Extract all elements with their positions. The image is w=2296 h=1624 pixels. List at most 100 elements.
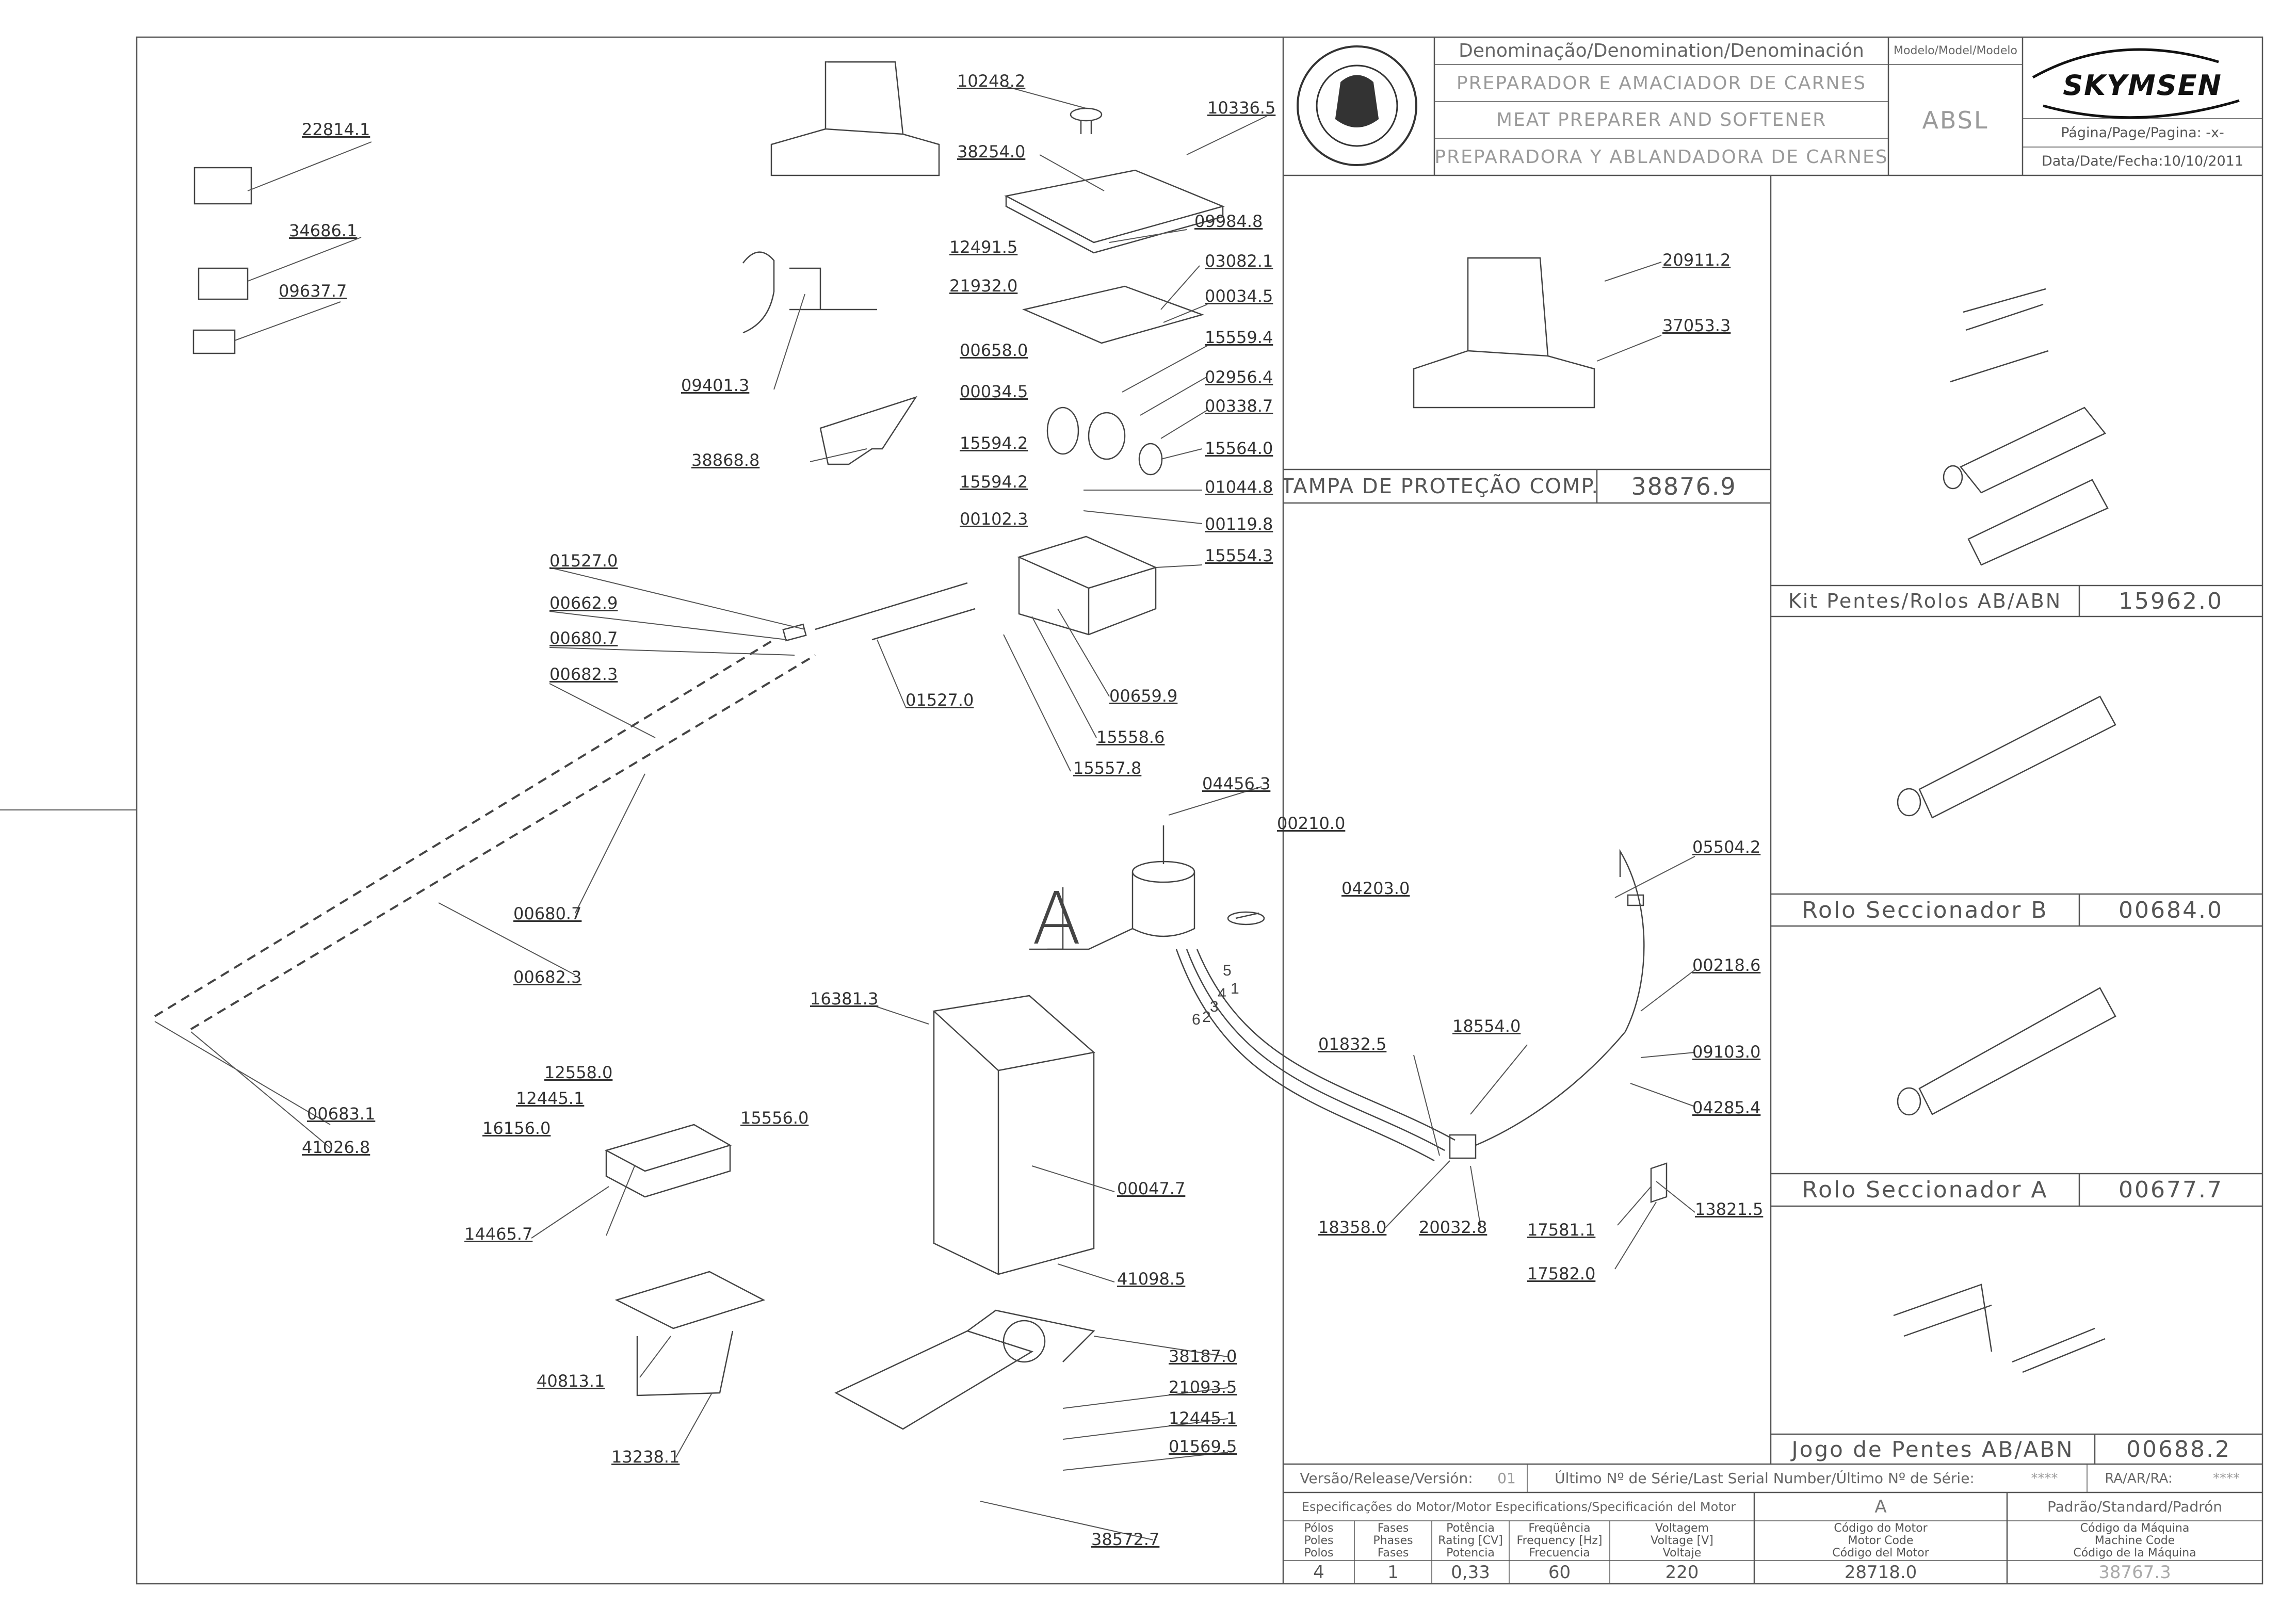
wire-number-3: 3 bbox=[1210, 998, 1219, 1015]
serial-label: Último Nº de Série/Last Serial Number/Úl… bbox=[1555, 1470, 1975, 1487]
callout-part-10248: 10248.2 bbox=[957, 71, 1026, 91]
callout-part-00680a: 00680.7 bbox=[549, 628, 618, 648]
page-label: Página/Page/Pagina: -x- bbox=[2061, 125, 2224, 141]
motor-spec-header-4: Voltagem Voltage [V] Voltaje bbox=[1651, 1521, 1713, 1560]
callout-part-09984: 09984.8 bbox=[1194, 212, 1263, 231]
callout-part-17581: 17581.1 bbox=[1527, 1220, 1596, 1240]
callout-part-09637: 09637.7 bbox=[279, 281, 347, 301]
serial-value: **** bbox=[2031, 1470, 2058, 1486]
callout-part-18554: 18554.0 bbox=[1452, 1016, 1521, 1036]
product-name-pt: PREPARADOR E AMACIADOR DE CARNES bbox=[1456, 72, 1867, 94]
kit-code-4: 00688.2 bbox=[2126, 1436, 2231, 1463]
callout-part-01527a: 01527.0 bbox=[549, 551, 618, 571]
callout-part-05504: 05504.2 bbox=[1692, 837, 1761, 857]
callout-cover-part-2: 37053.3 bbox=[1662, 316, 1731, 335]
cover-code: 38876.9 bbox=[1631, 472, 1737, 500]
product-name-es: PREPARADORA Y ABLANDADORA DE CARNES bbox=[1434, 146, 1888, 168]
version-value: 01 bbox=[1497, 1470, 1516, 1487]
motor-spec-header: Especificações do Motor/Motor Especifica… bbox=[1301, 1499, 1736, 1514]
brand-wordmark: SKYMSEN bbox=[2063, 69, 2222, 102]
callout-part-38572: 38572.7 bbox=[1091, 1530, 1160, 1549]
callout-part-00658: 00658.0 bbox=[960, 340, 1028, 360]
callout-part-01527b: 01527.0 bbox=[906, 690, 974, 710]
callout-part-04285: 04285.4 bbox=[1692, 1098, 1761, 1117]
callout-part-20032: 20032.8 bbox=[1419, 1217, 1487, 1237]
callout-part-15557: 15557.8 bbox=[1073, 758, 1142, 778]
motor-spec-header-5: Código do Motor Motor Code Código del Mo… bbox=[1832, 1521, 1929, 1560]
motor-spec-header-3: Freqüência Frequency [Hz] Frecuencia bbox=[1516, 1521, 1603, 1560]
callout-part-00034a: 00034.5 bbox=[1205, 286, 1273, 306]
model-code: ABSL bbox=[1922, 106, 1989, 134]
callout-part-00680b: 00680.7 bbox=[513, 904, 582, 923]
date-label: Data/Date/Fecha:10/10/2011 bbox=[2041, 153, 2244, 169]
callout-part-01569: 01569.5 bbox=[1169, 1437, 1237, 1456]
callout-part-04203: 04203.0 bbox=[1341, 879, 1410, 898]
callout-part-22814: 22814.1 bbox=[302, 120, 370, 139]
callout-part-12445b: 12445.1 bbox=[1169, 1408, 1237, 1428]
standard-label: Padrão/Standard/Padrón bbox=[2047, 1498, 2222, 1515]
callout-part-15594a: 15594.2 bbox=[960, 433, 1028, 453]
motor-spec-value-6: 38767.3 bbox=[2098, 1562, 2171, 1583]
callout-part-16156: 16156.0 bbox=[482, 1118, 551, 1138]
motor-letter: A bbox=[1874, 1496, 1887, 1517]
callout-part-15594b: 15594.2 bbox=[960, 472, 1028, 492]
denomination-header: Denominação/Denomination/Denominación bbox=[1459, 40, 1864, 61]
motor-spec-header-2: Potência Rating [CV] Potencia bbox=[1438, 1521, 1503, 1560]
motor-spec-header-6: Código da Máquina Machine Code Código de… bbox=[2073, 1521, 2196, 1560]
callout-part-15559: 15559.4 bbox=[1205, 328, 1273, 347]
model-header: Modelo/Model/Modelo bbox=[1894, 44, 2017, 57]
callout-part-34686: 34686.1 bbox=[289, 221, 358, 240]
motor-spec-header-0: Pólos Poles Polos bbox=[1304, 1521, 1334, 1560]
callout-part-41098: 41098.5 bbox=[1117, 1269, 1186, 1289]
cover-label: TAMPA DE PROTEÇÃO COMP. bbox=[1283, 474, 1597, 498]
motor-spec-value-5: 28718.0 bbox=[1844, 1562, 1917, 1583]
callout-part-18358: 18358.0 bbox=[1318, 1217, 1387, 1237]
callout-part-13821: 13821.5 bbox=[1695, 1199, 1764, 1219]
callout-part-12445a: 12445.1 bbox=[516, 1089, 585, 1108]
kit-code-3: 00677.7 bbox=[2119, 1177, 2223, 1203]
callout-part-00682b: 00682.3 bbox=[513, 967, 582, 987]
motor-spec-value-1: 1 bbox=[1387, 1562, 1399, 1583]
callout-part-01832: 01832.5 bbox=[1318, 1034, 1387, 1054]
callout-part-15558: 15558.6 bbox=[1096, 727, 1165, 747]
callout-part-14465: 14465.7 bbox=[464, 1224, 533, 1244]
kit-label-3: Rolo Seccionador A bbox=[1802, 1177, 2048, 1203]
callout-part-00338: 00338.7 bbox=[1205, 396, 1273, 416]
callout-part-09401: 09401.3 bbox=[681, 376, 750, 395]
kit-label-4: Jogo de Pentes AB/ABN bbox=[1791, 1436, 2074, 1462]
view-letter: A bbox=[1032, 877, 1081, 961]
callout-part-00034b: 00034.5 bbox=[960, 382, 1028, 401]
callout-part-09103: 09103.0 bbox=[1692, 1042, 1761, 1062]
wire-number-2: 4 bbox=[1218, 985, 1226, 1002]
callout-part-03082: 03082.1 bbox=[1205, 251, 1273, 271]
callout-part-16381: 16381.3 bbox=[810, 989, 879, 1009]
callout-part-00210: 00210.0 bbox=[1277, 814, 1346, 833]
product-name-en: MEAT PREPARER AND SOFTENER bbox=[1496, 109, 1827, 131]
kit-code-2: 00684.0 bbox=[2119, 897, 2223, 923]
callout-part-00218: 00218.6 bbox=[1692, 955, 1761, 975]
callout-part-00683: 00683.1 bbox=[307, 1104, 376, 1124]
callout-part-38254: 38254.0 bbox=[957, 142, 1026, 161]
skymsen-logo bbox=[2032, 48, 2240, 119]
callout-part-01044: 01044.8 bbox=[1205, 477, 1273, 497]
wire-number-4: 2 bbox=[1202, 1009, 1211, 1026]
callout-part-17582: 17582.0 bbox=[1527, 1264, 1596, 1284]
callout-part-38187: 38187.0 bbox=[1169, 1346, 1237, 1366]
callout-part-15564: 15564.0 bbox=[1205, 439, 1273, 458]
motor-spec-value-2: 0,33 bbox=[1451, 1562, 1490, 1583]
callout-part-15554: 15554.3 bbox=[1205, 546, 1273, 565]
callout-part-00659: 00659.9 bbox=[1109, 686, 1178, 706]
callout-part-21932: 21932.0 bbox=[949, 276, 1018, 296]
callout-part-13238: 13238.1 bbox=[611, 1447, 680, 1467]
kit-label-2: Rolo Seccionador B bbox=[1802, 897, 2048, 923]
kit-label-1: Kit Pentes/Rolos AB/ABN bbox=[1788, 590, 2062, 612]
motor-spec-header-1: Fases Phases Fases bbox=[1373, 1521, 1413, 1560]
callout-part-00119: 00119.8 bbox=[1205, 514, 1273, 534]
callout-part-21093: 21093.5 bbox=[1169, 1377, 1237, 1397]
motor-spec-value-3: 60 bbox=[1548, 1562, 1571, 1583]
callout-part-41026: 41026.8 bbox=[302, 1138, 370, 1157]
callout-part-00047: 00047.7 bbox=[1117, 1179, 1186, 1198]
callout-part-10336: 10336.5 bbox=[1207, 98, 1276, 118]
